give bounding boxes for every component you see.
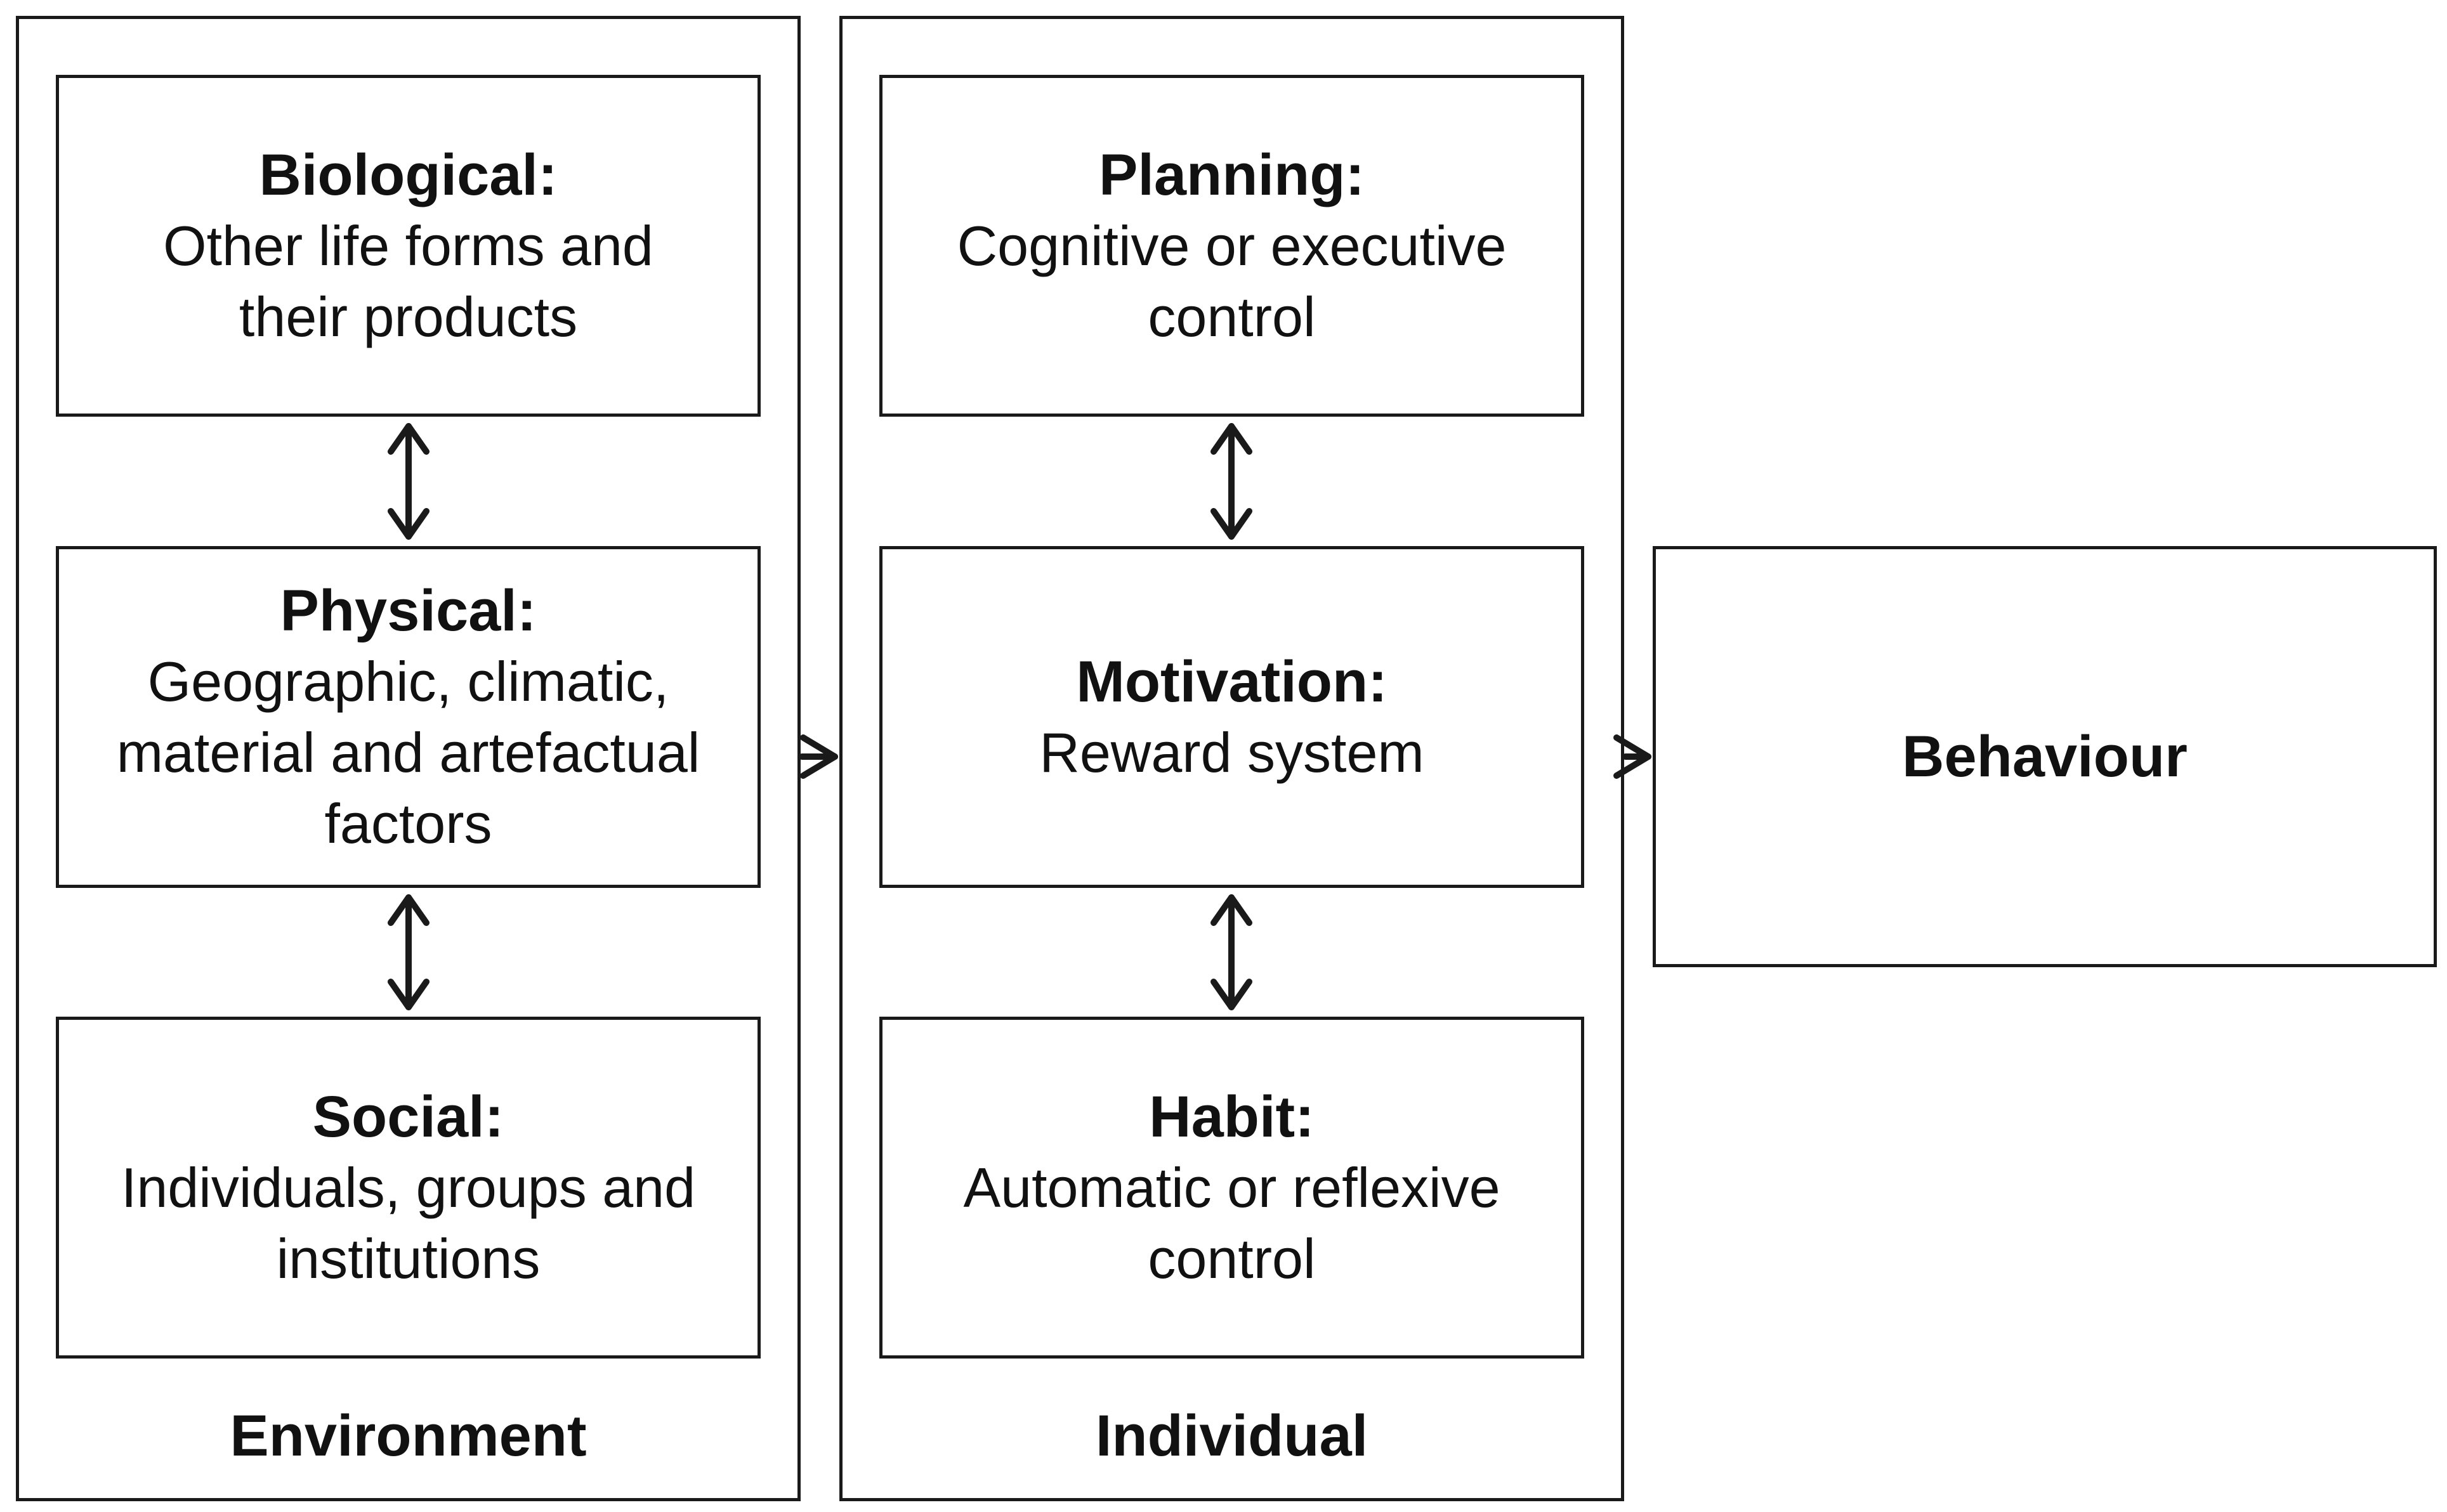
habit-title: Habit: — [1149, 1084, 1315, 1149]
planning-title: Planning: — [1098, 142, 1365, 207]
biological-desc-line2: their products — [239, 285, 578, 348]
behaviour-box: Behaviour — [1653, 546, 2437, 967]
habit-desc-line2: control — [1148, 1227, 1316, 1290]
social-title: Social: — [312, 1084, 504, 1149]
social-desc-line2: institutions — [276, 1227, 541, 1290]
arrow-environment-to-individual — [799, 734, 838, 779]
motivation-box: Motivation: Reward system — [879, 546, 1584, 888]
habit-box: Habit: Automatic or reflexive control — [879, 1017, 1584, 1359]
physical-title: Physical: — [280, 578, 537, 643]
biological-box: Biological: Other life forms and their p… — [56, 75, 761, 417]
biological-desc-line1: Other life forms and — [163, 214, 653, 277]
biological-title: Biological: — [259, 142, 558, 207]
physical-desc-line3: factors — [324, 792, 492, 855]
motivation-title: Motivation: — [1076, 649, 1388, 714]
environment-label: Environment — [230, 1404, 587, 1468]
physical-box: Physical: Geographic, climatic, material… — [56, 546, 761, 888]
behaviour-title: Behaviour — [1902, 724, 2188, 789]
habit-desc-line1: Automatic or reflexive — [963, 1156, 1500, 1219]
individual-label: Individual — [1095, 1404, 1368, 1468]
planning-desc-line1: Cognitive or executive — [957, 214, 1507, 277]
planning-box: Planning: Cognitive or executive control — [879, 75, 1584, 417]
physical-desc-line1: Geographic, climatic, — [147, 649, 669, 713]
social-desc-line1: Individuals, groups and — [121, 1156, 696, 1219]
motivation-desc-line1: Reward system — [1039, 720, 1424, 784]
social-box: Social: Individuals, groups and institut… — [56, 1017, 761, 1359]
planning-desc-line2: control — [1148, 285, 1316, 348]
physical-desc-line2: material and artefactual — [116, 720, 700, 784]
